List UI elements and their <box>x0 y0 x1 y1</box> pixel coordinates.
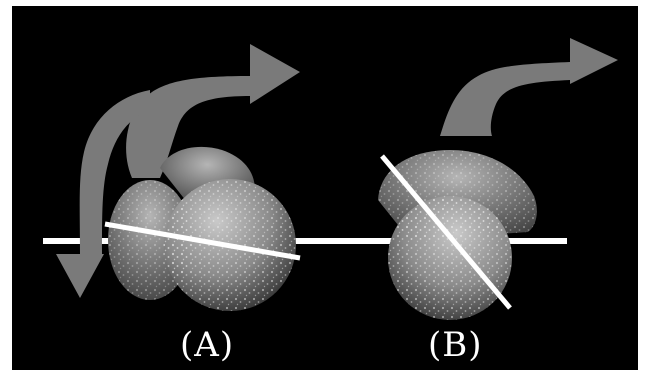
figure-background <box>12 6 638 370</box>
panel-b-label: (B) <box>428 325 483 365</box>
panel-a-label: (A) <box>180 325 234 365</box>
